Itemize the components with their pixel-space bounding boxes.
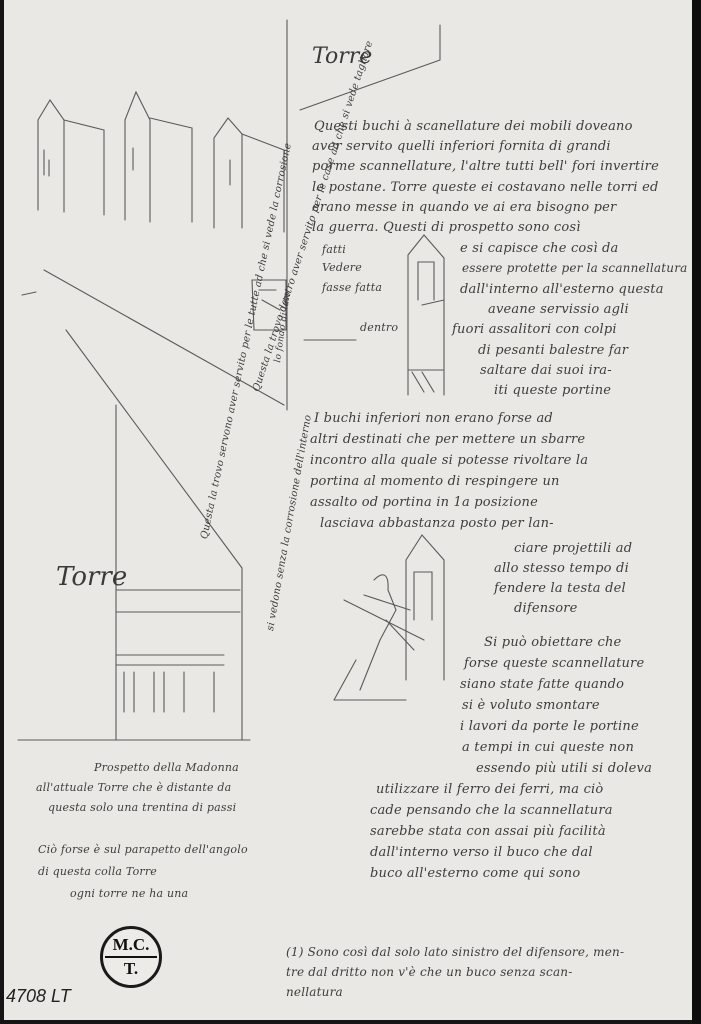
archive-stamp: M.C. T.: [100, 926, 162, 988]
text-line: altri destinati che per mettere un sbarr…: [310, 432, 586, 447]
text-line: cade pensando che la scannellatura: [370, 803, 613, 818]
text-line: portina al momento di respingere un: [310, 474, 560, 489]
text-line: Questi buchi à scanellature dei mobili d…: [314, 119, 633, 134]
text-line: buco all'esterno come qui sono: [370, 866, 581, 881]
text-line: (1) Sono così dal solo lato sinistro del…: [286, 945, 625, 959]
text-line: ciare projettili ad: [514, 541, 633, 556]
text-line: si è voluto smontare: [462, 698, 600, 713]
text-line: tre dal dritto non v'è che un buco senza…: [286, 965, 573, 979]
text-line: a tempi in cui queste non: [462, 740, 635, 755]
tower-row-sketch: [37, 90, 287, 331]
text-line: Prospetto della Madonna: [94, 761, 239, 774]
label-fatti: fatti: [322, 243, 346, 256]
text-line: nellatura: [286, 985, 343, 999]
text-line: iti queste portine: [494, 383, 612, 398]
text-line: incontro alla quale si potesse rivoltare…: [310, 453, 589, 468]
text-line: Si può obiettare che: [484, 635, 622, 650]
text-line: e si capisce che così da: [460, 241, 619, 256]
label-vedere: Vedere: [322, 261, 362, 274]
label-fasse: fasse fatta: [322, 281, 383, 294]
text-line: forse queste scannellature: [464, 656, 645, 671]
text-line: essere protette per la scannellatura: [462, 261, 688, 275]
catalog-number: 4708 LT: [6, 986, 71, 1006]
label-dentro: dentro: [360, 321, 399, 334]
scan-border: [692, 0, 701, 1024]
text-line: allo stesso tempo di: [494, 561, 629, 576]
text-line: fendere la testa del: [494, 581, 626, 596]
text-line: Ciò forse è sul parapetto dell'angolo: [38, 843, 248, 856]
text-line: le postane. Torre queste ei costavano ne…: [312, 180, 659, 195]
text-line: questa solo una trentina di passi: [48, 801, 237, 814]
tower-elevation-sketch: [17, 404, 251, 741]
text-line: saltare dai suoi ira-: [480, 363, 612, 378]
text-line: erano messe in quando ve ai era bisogno …: [312, 200, 617, 215]
text-line: lasciava abbastanza posto per lan-: [320, 516, 554, 531]
text-line: aveane servissio agli: [488, 302, 629, 317]
text-line: difensore: [514, 601, 578, 616]
text-line: essendo più utili si doleva: [476, 761, 653, 776]
title-torre-left: Torre: [56, 562, 128, 592]
text-line: porme scannellature, l'altre tutti bell'…: [312, 159, 659, 174]
text-line: siano state fatte quando: [460, 677, 625, 692]
manuscript-sheet: Torre Torre Questi buchi à scanellature …: [4, 0, 692, 1020]
text-line: fuori assalitori con colpi: [452, 322, 617, 337]
text-line: utilizzare il ferro dei ferri, ma ciò: [376, 782, 604, 797]
text-line: assalto od portina in 1a posizione: [310, 495, 538, 510]
diagonal-line-long: [43, 269, 285, 406]
text-line: di pesanti balestre far: [478, 343, 629, 358]
stamp-divider: [105, 956, 157, 958]
stamp-line1: M.C.: [112, 935, 150, 955]
diagonal-line-steep: [65, 329, 243, 569]
text-line: i lavori da porte le portine: [460, 719, 639, 734]
text-line: ogni torre ne ha una: [70, 887, 189, 900]
text-line: dall'interno all'esterno questa: [460, 282, 664, 297]
stamp-line2: T.: [123, 959, 139, 978]
text-line: all'attuale Torre che è distante da: [36, 781, 232, 794]
text-line: I buchi inferiori non erano forse ad: [314, 411, 553, 426]
pencil-sketches: [17, 19, 445, 741]
text-line: sarebbe stata con assai più facilità: [370, 824, 606, 839]
text-line: dall'interno verso il buco che dal: [370, 845, 593, 860]
crossbow-figure-sketch: [333, 534, 445, 701]
text-line: aver servito quelli inferiori fornita di…: [312, 139, 611, 154]
text-line: di questa colla Torre: [38, 865, 158, 878]
loophole-sketch: [407, 234, 445, 396]
title-torre-top: Torre: [312, 44, 373, 69]
text-line: la guerra. Questi di prospetto sono così: [312, 220, 581, 235]
